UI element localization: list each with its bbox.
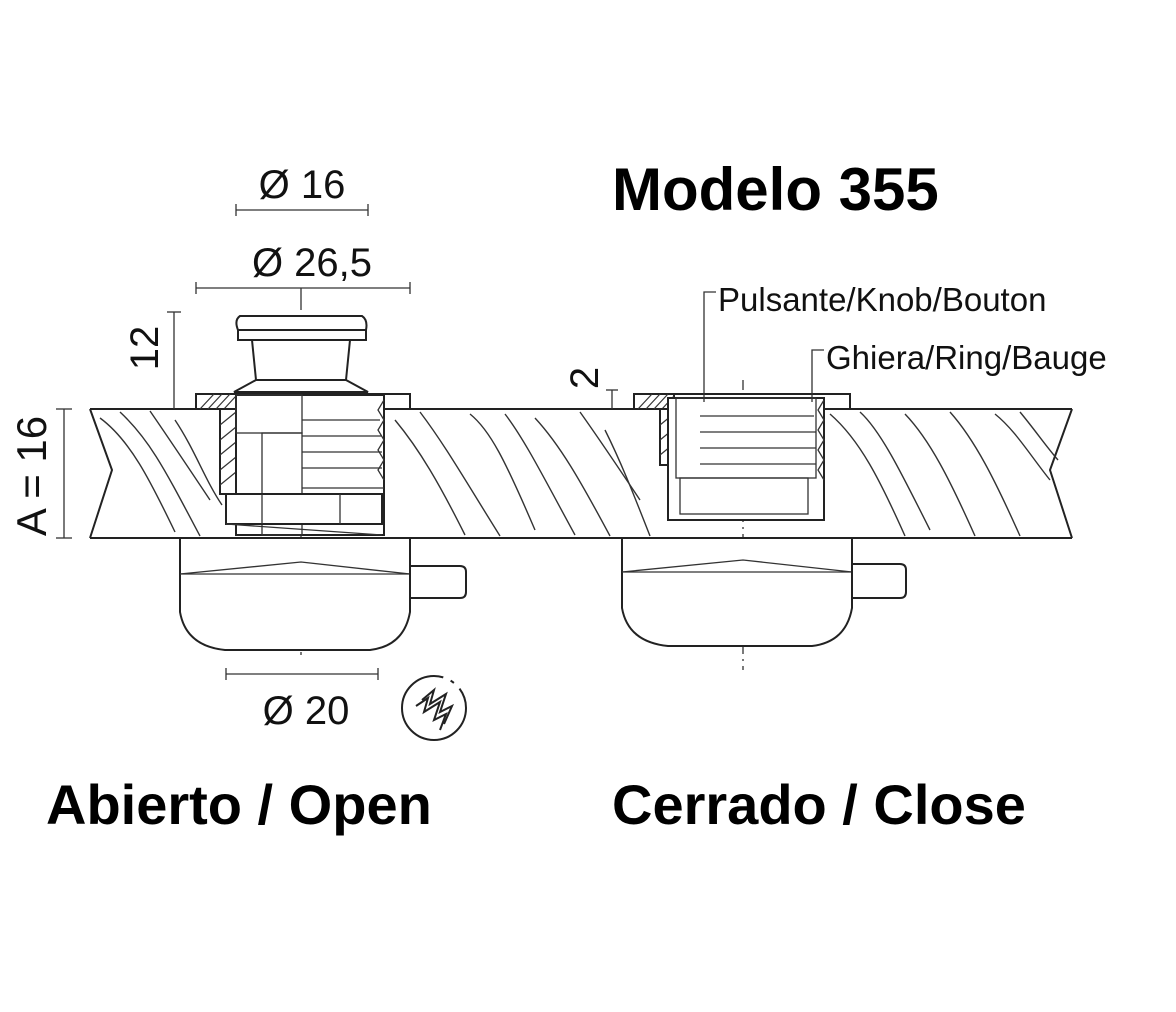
drawing-title: Modelo 355 xyxy=(612,156,939,223)
dimension-body-diameter: Ø 20 xyxy=(225,668,379,733)
dimension-knob-diameter: Ø 16 xyxy=(235,163,369,216)
dimension-thickness-label: A = 16 xyxy=(8,416,55,536)
ring-section-left xyxy=(195,393,237,495)
state-closed-label: Cerrado / Close xyxy=(612,773,1026,836)
dimension-ring-offset: 2 xyxy=(563,367,618,409)
dimension-thickness: A = 16 xyxy=(8,408,72,539)
callout-ring-label: Ghiera/Ring/Bauge xyxy=(826,339,1107,376)
lock-closed-assembly xyxy=(621,380,907,670)
callout-ring: Ghiera/Ring/Bauge xyxy=(811,339,1107,402)
state-open-label: Abierto / Open xyxy=(46,773,432,836)
key-icon xyxy=(401,675,467,741)
callout-knob-label: Pulsante/Knob/Bouton xyxy=(718,281,1046,318)
dimension-knob-diameter-label: Ø 16 xyxy=(259,163,346,207)
dimension-ring-offset-label: 2 xyxy=(563,367,607,389)
callout-knob: Pulsante/Knob/Bouton xyxy=(703,281,1046,402)
dimension-body-diameter-label: Ø 20 xyxy=(263,689,350,733)
dimension-knob-height: 12 xyxy=(123,311,181,409)
dimension-ring-diameter-label: Ø 26,5 xyxy=(252,241,372,285)
dimension-ring-diameter: Ø 26,5 xyxy=(195,241,411,300)
lock-open-assembly xyxy=(179,300,467,655)
wood-grain xyxy=(99,410,1059,537)
dimension-knob-height-label: 12 xyxy=(123,326,167,371)
